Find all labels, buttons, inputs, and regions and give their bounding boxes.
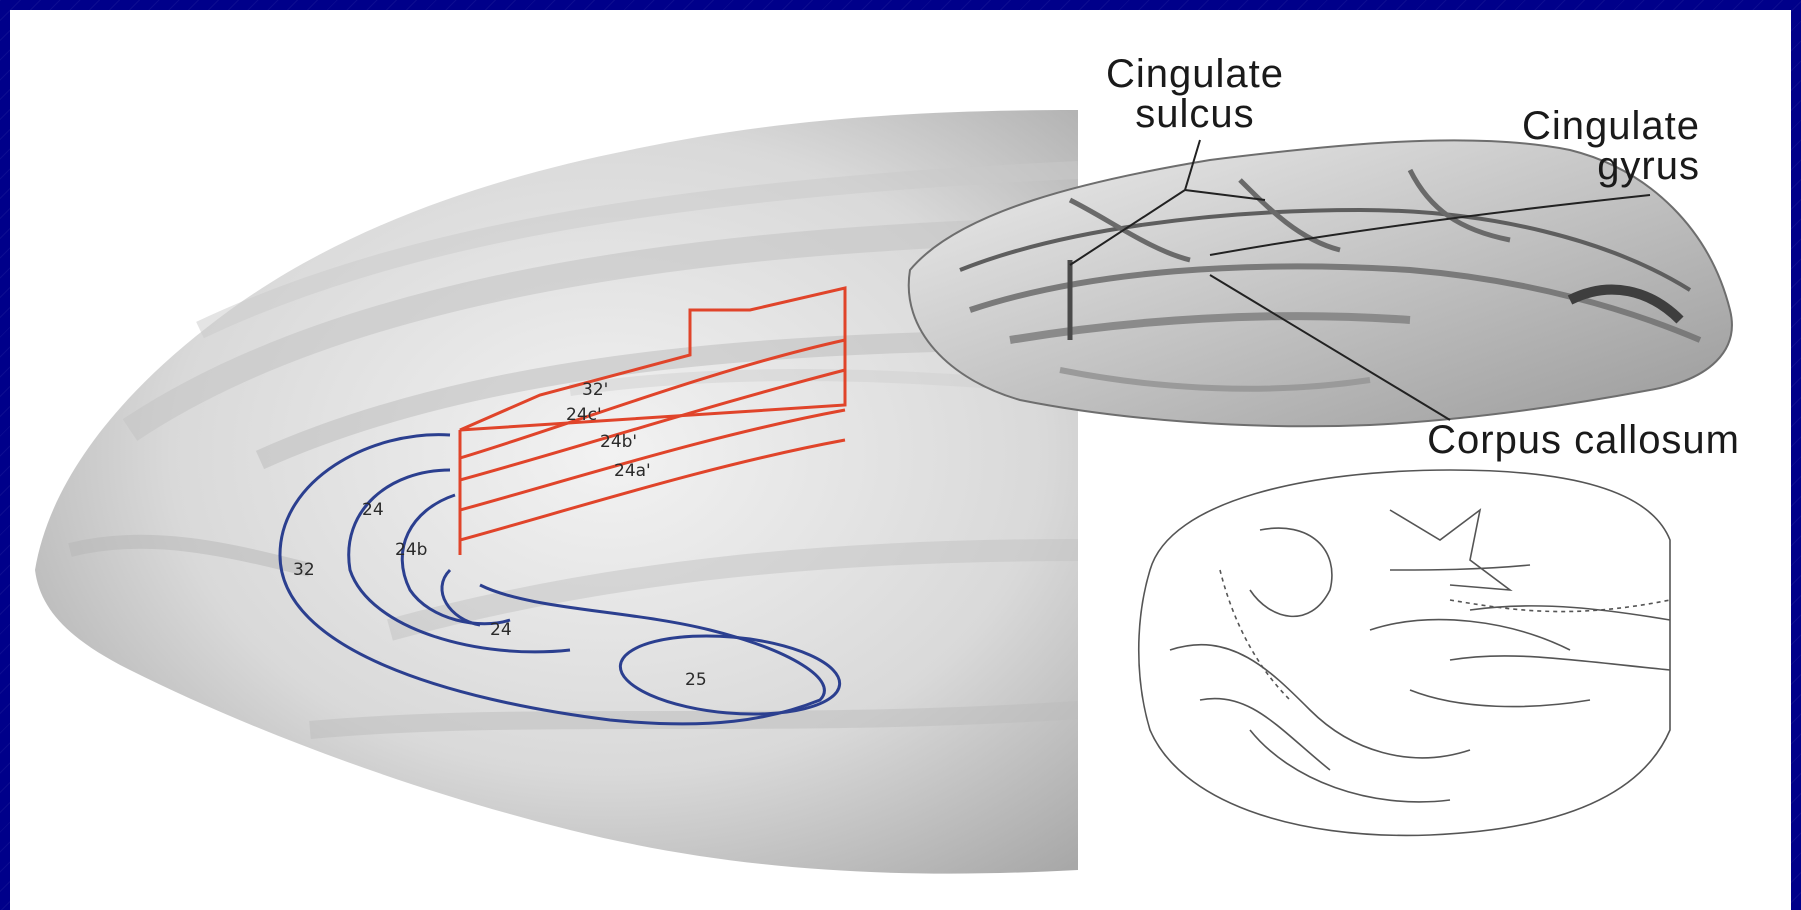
label-line: Cingulate — [1500, 106, 1700, 146]
corpus-callosum-label: Corpus callosum — [1320, 420, 1740, 460]
figure-panel: 32' 24c' 24b' 24a' 32 24 24b 24 25 — [10, 10, 1791, 910]
coronal-section-drawing — [1139, 470, 1670, 835]
cingulate-gyrus-label: Cingulate gyrus — [1500, 106, 1700, 186]
label-line: sulcus — [1095, 94, 1295, 134]
area-label: 24c' — [566, 405, 602, 425]
area-label: 32 — [293, 560, 315, 580]
area-label: 24a' — [614, 461, 651, 481]
area-label: 24 — [362, 500, 384, 520]
medial-brain-surface — [35, 110, 1078, 874]
label-line: gyrus — [1500, 146, 1700, 186]
label-line: Cingulate — [1095, 54, 1295, 94]
area-label: 24 — [490, 620, 512, 640]
area-label: 24b — [395, 540, 427, 560]
area-label: 24b' — [600, 432, 637, 452]
area-label: 25 — [685, 670, 707, 690]
area-label: 32' — [582, 380, 608, 400]
cingulate-sulcus-label: Cingulate sulcus — [1095, 54, 1295, 134]
